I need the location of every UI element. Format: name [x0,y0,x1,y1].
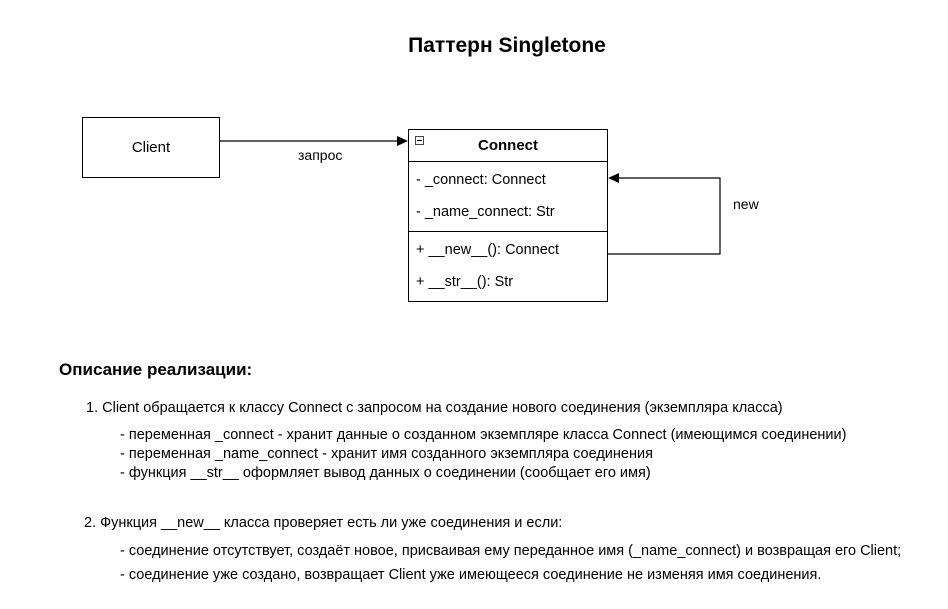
new-edge-label: new [733,196,759,212]
method-item: + __new__(): Connect [416,242,560,258]
class-header: Connect [409,130,607,162]
step-1: 1. Client обращается к классу Connect с … [86,400,783,416]
step-1-item: - переменная _name_connect - хранит имя … [120,446,653,462]
client-label: Client [131,139,171,156]
step-2-item: - соединение отсутствует, создаёт новое,… [120,543,902,559]
step-1-item: - переменная _connect - хранит данные о … [120,427,847,443]
class-methods: + __new__(): Connect + __str__(): Str [409,232,607,298]
step-2-item: - соединение уже создано, возвращает Cli… [120,567,822,583]
description-heading: Описание реализации: [59,360,253,379]
class-attributes: - _connect: Connect - _name_connect: Str [409,162,607,232]
attribute-item: - _name_connect: Str [416,204,555,220]
collapse-icon[interactable] [415,136,424,145]
method-item: + __str__(): Str [416,274,514,290]
class-name: Connect [478,137,538,154]
attribute-item: - _connect: Connect [416,172,546,188]
new-self-arrow [608,173,721,255]
step-2: 2. Функция __new__ класса проверяет есть… [84,515,563,531]
client-node: Client [82,117,220,178]
connect-class-node: Connect - _connect: Connect - _name_conn… [408,129,608,302]
request-edge-label: запрос [298,147,343,163]
request-arrow [220,136,408,146]
diagram-title: Паттерн Singletone [408,34,606,57]
step-1-item: - функция __str__ оформляет вывод данных… [120,465,651,481]
